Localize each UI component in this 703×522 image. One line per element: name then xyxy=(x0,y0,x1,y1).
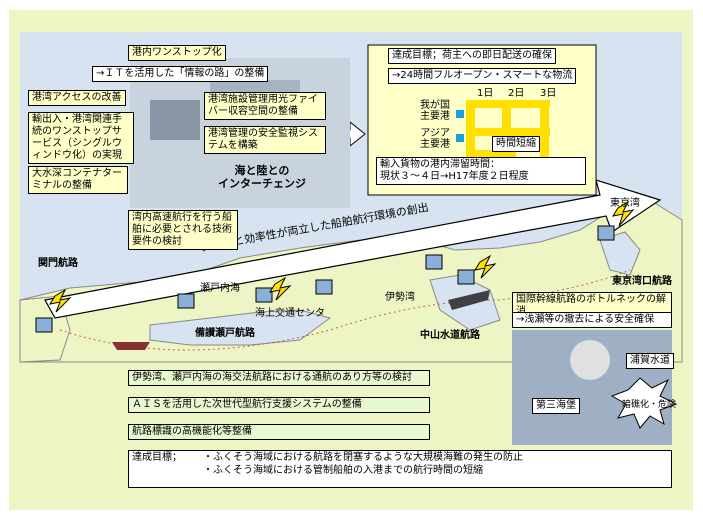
it-road-box: →ＩＴを活用した「情報の路」の整備 xyxy=(92,66,268,82)
open24-label: →24時間フルオープン・スマートな物流 xyxy=(388,68,576,84)
access-box: 港湾アクセスの改善 xyxy=(28,90,126,106)
onestop-service-box: 輸出入・港湾関連手続のワンストップサービス（シングルウィンドウ化）の実現 xyxy=(28,112,134,164)
goal-item-2: ・ふくそう海域における管制船舶の入港までの航行時間の短縮 xyxy=(203,465,483,477)
traffic-center-label: 海上交通センタ xyxy=(255,308,325,319)
goal-item-1: ・ふくそう海域における航路を閉塞するような大規模海難の発生の防止 xyxy=(203,452,523,464)
kanmon-label: 関門航路 xyxy=(38,258,78,269)
danger-label: 暗礁化・危険 xyxy=(622,400,676,411)
goals-box: 達成目標； ・ふくそう海域における航路を閉塞するような大規模海難の発生の防止 ・… xyxy=(128,450,672,488)
setonaikai-label: 瀬戸内海 xyxy=(200,283,240,294)
day-label-2: 2日 xyxy=(508,88,524,99)
dwell-time-box: 輸入貨物の港内滞留時間： 現状３～４日→H17年度２日程度 xyxy=(376,157,586,185)
bottleneck-sub: →浅瀬等の撤去による安全確保 xyxy=(512,312,672,328)
ship-icon xyxy=(112,342,150,350)
fiber-box: 港湾施設管理用光ファイバー収容空間の整備 xyxy=(204,92,326,120)
japan-port-label: 我が国 主要港 xyxy=(420,100,450,122)
day-label-1: 1日 xyxy=(477,88,493,99)
interchange-label: 海と陸との インターチェンジ xyxy=(218,164,306,190)
day-label-3: 3日 xyxy=(540,88,556,99)
asia-port-label: アジア 主要港 xyxy=(420,128,450,150)
delivery-goal: 達成目標；荷主への即日配送の確保 xyxy=(388,48,556,64)
shorten-label: 時間短縮 xyxy=(492,136,540,152)
container-terminal-box: 大水深コンテナターミナルの整備 xyxy=(28,166,128,194)
nakayama-label: 中山水道航路 xyxy=(420,330,480,341)
safety-monitor-box: 港湾管理の安全監視システムを構築 xyxy=(204,126,326,154)
tokyowan-route-label: 東京湾口航路 xyxy=(612,276,672,287)
japan-port-marker xyxy=(456,110,464,118)
tokyowan-label: 東京湾 xyxy=(610,198,640,209)
lng-tank xyxy=(570,340,610,380)
asia-port-marker xyxy=(456,134,464,142)
onestop-title: 港内ワンストップ化 xyxy=(128,45,226,61)
goals-label: 達成目標； xyxy=(132,452,182,463)
high-speed-box: 湾内高速航行を行う船舶に必要とされる技術要件の検討 xyxy=(128,210,238,250)
isewan-label: 伊勢湾 xyxy=(385,292,415,303)
daisan-label: 第三海堡 xyxy=(532,398,580,414)
measure-2: ＡＩＳを活用した次世代型航行支援システムの整備 xyxy=(128,397,430,413)
measure-1: 伊勢湾、瀬戸内海の海交法航路における通航のあり方等の検討 xyxy=(128,370,430,386)
bisan-label: 備讃瀬戸航路 xyxy=(195,328,255,339)
uraga-label: 浦賀水道 xyxy=(626,353,674,369)
port-photo-building xyxy=(150,100,200,140)
measure-3: 航路標識の高機能化等整備 xyxy=(128,424,430,440)
